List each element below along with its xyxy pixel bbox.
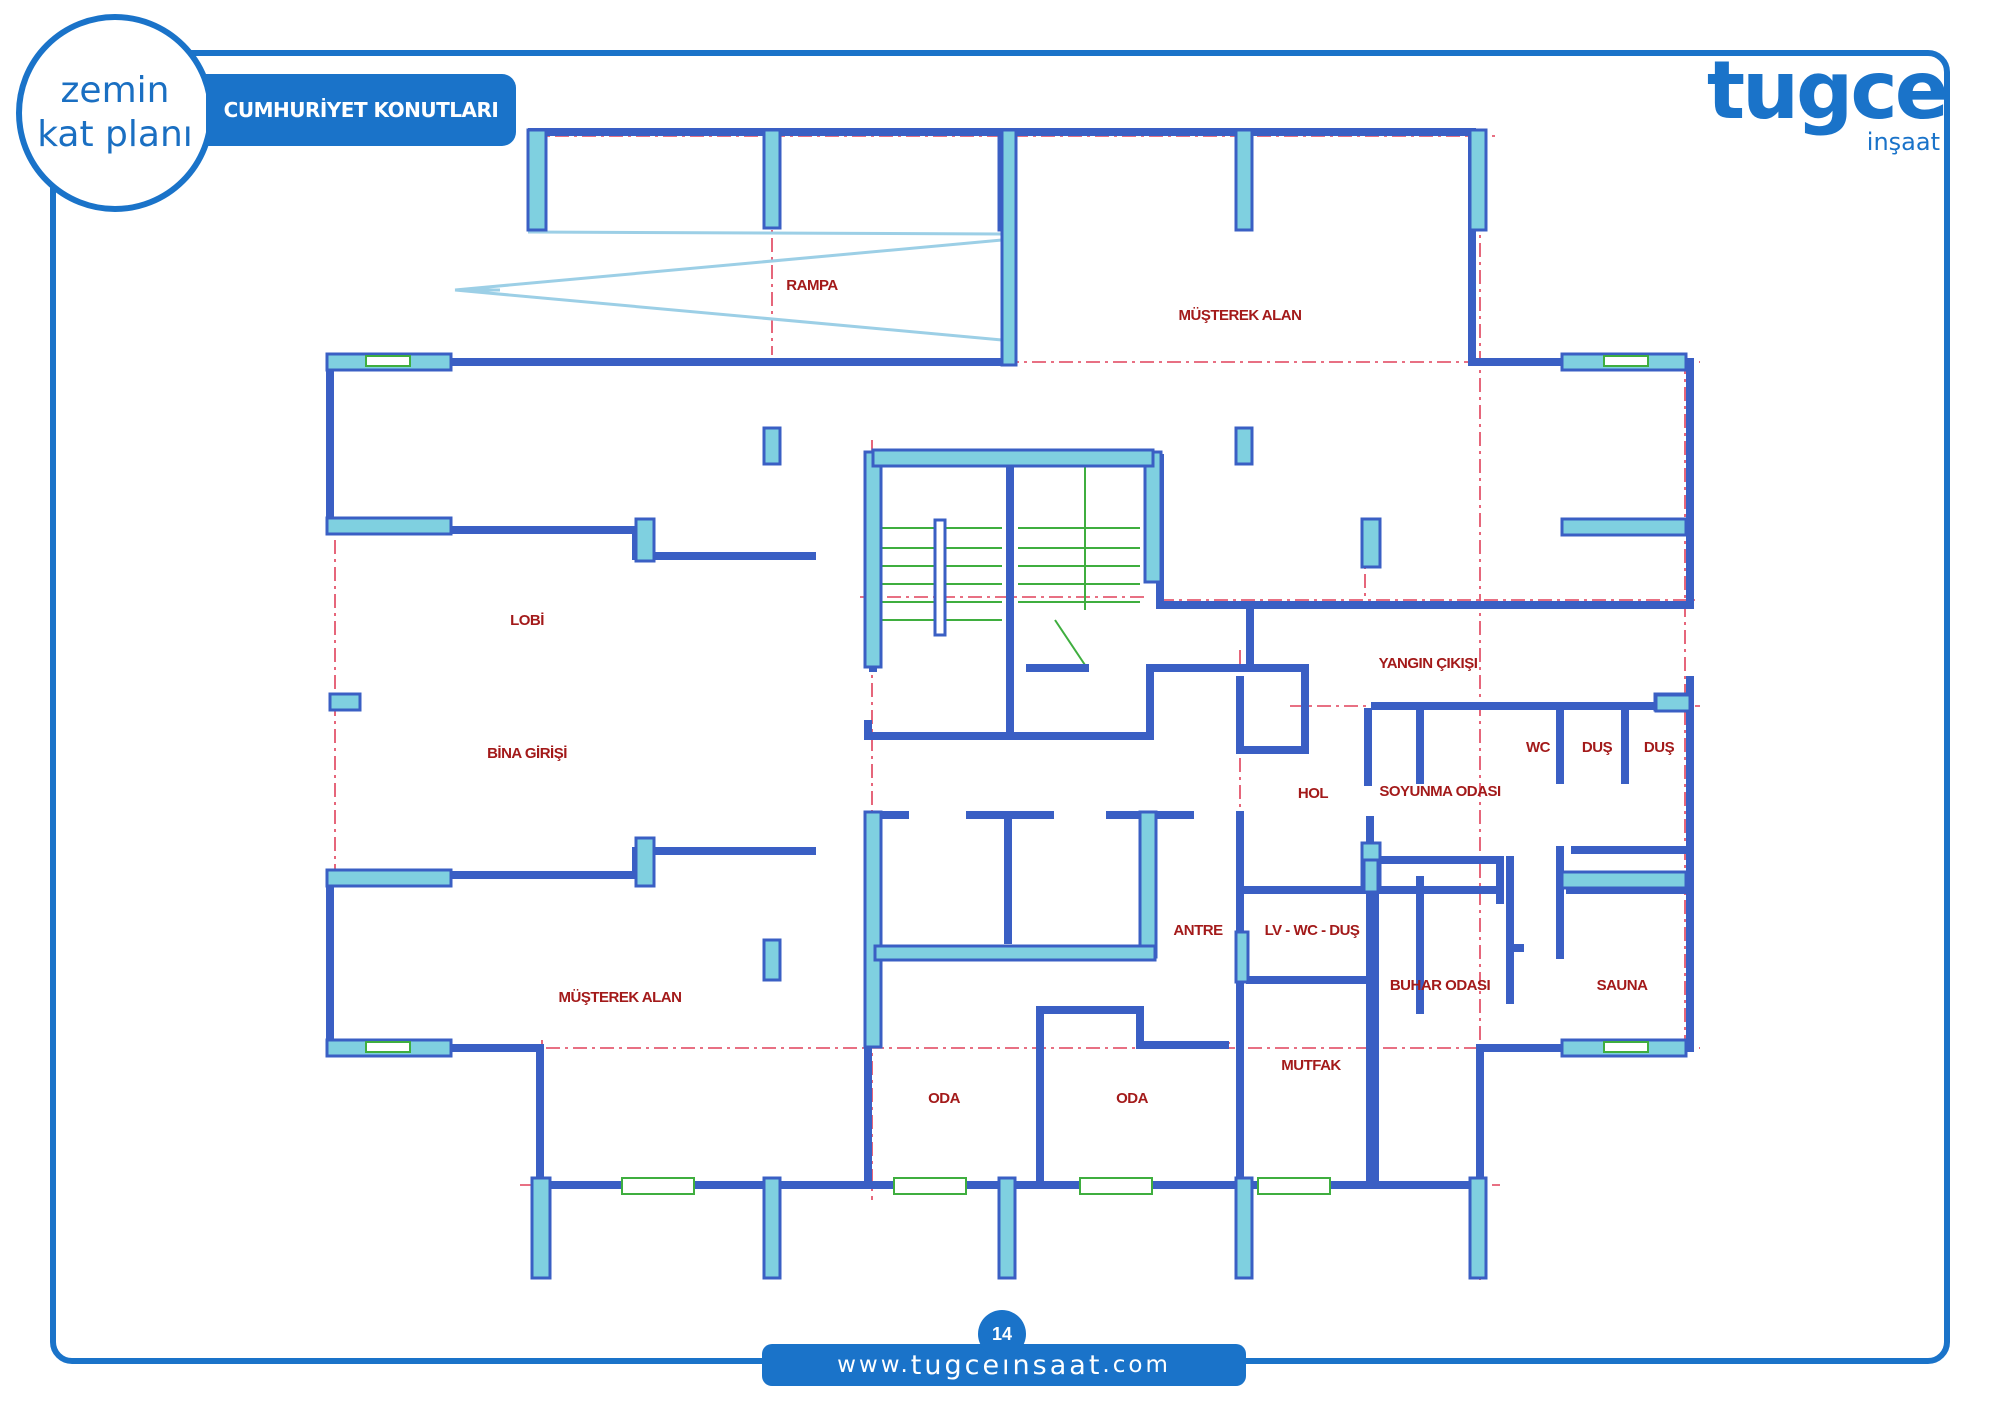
- label-sauna: SAUNA: [1597, 977, 1649, 994]
- brand-sub: inşaat: [1866, 128, 1940, 156]
- url-prefix: www.: [837, 1352, 911, 1378]
- floor-badge: zemin kat planı: [16, 14, 214, 212]
- label-yangin-cikisi: YANGIN ÇIKIŞI: [1379, 655, 1478, 672]
- label-oda-1: ODA: [928, 1090, 961, 1107]
- windows: [365, 355, 1649, 1195]
- label-musterek-alan-top: MÜŞTEREK ALAN: [1179, 307, 1302, 324]
- project-title: CUMHURİYET KONUTLARI: [206, 74, 516, 146]
- label-soyunma-odasi: SOYUNMA ODASI: [1379, 783, 1501, 800]
- badge-line-1: zemin: [60, 70, 170, 111]
- columns: [325, 128, 1692, 1280]
- label-lv-wc-dus: LV - WC - DUŞ: [1265, 922, 1360, 939]
- label-hol: HOL: [1298, 785, 1329, 802]
- label-mutfak: MUTFAK: [1281, 1057, 1341, 1074]
- url-suffix: .com: [1102, 1352, 1171, 1378]
- brand-logo: tugce inşaat: [1700, 44, 1960, 157]
- label-musterek-alan-bottom: MÜŞTEREK ALAN: [559, 989, 682, 1006]
- room-labels: RAMPA MÜŞTEREK ALAN LOBİ BİNA GİRİŞİ MÜŞ…: [487, 277, 1675, 1107]
- label-lobi: LOBİ: [510, 612, 544, 629]
- brand-name: tugce: [1706, 44, 1949, 137]
- badge-line-2: kat planı: [37, 114, 193, 155]
- label-dus-1: DUŞ: [1582, 739, 1613, 756]
- label-dus-2: DUŞ: [1644, 739, 1675, 756]
- ramp: [454, 230, 1003, 342]
- label-antre: ANTRE: [1173, 922, 1223, 939]
- label-rampa: RAMPA: [786, 277, 838, 294]
- label-buhar-odasi: BUHAR ODASI: [1390, 977, 1491, 994]
- label-bina-girisi: BİNA GİRİŞİ: [487, 745, 567, 762]
- staircase: [878, 465, 1140, 666]
- page-number: 14: [978, 1310, 1026, 1358]
- label-oda-2: ODA: [1116, 1090, 1149, 1107]
- label-wc: WC: [1526, 739, 1551, 756]
